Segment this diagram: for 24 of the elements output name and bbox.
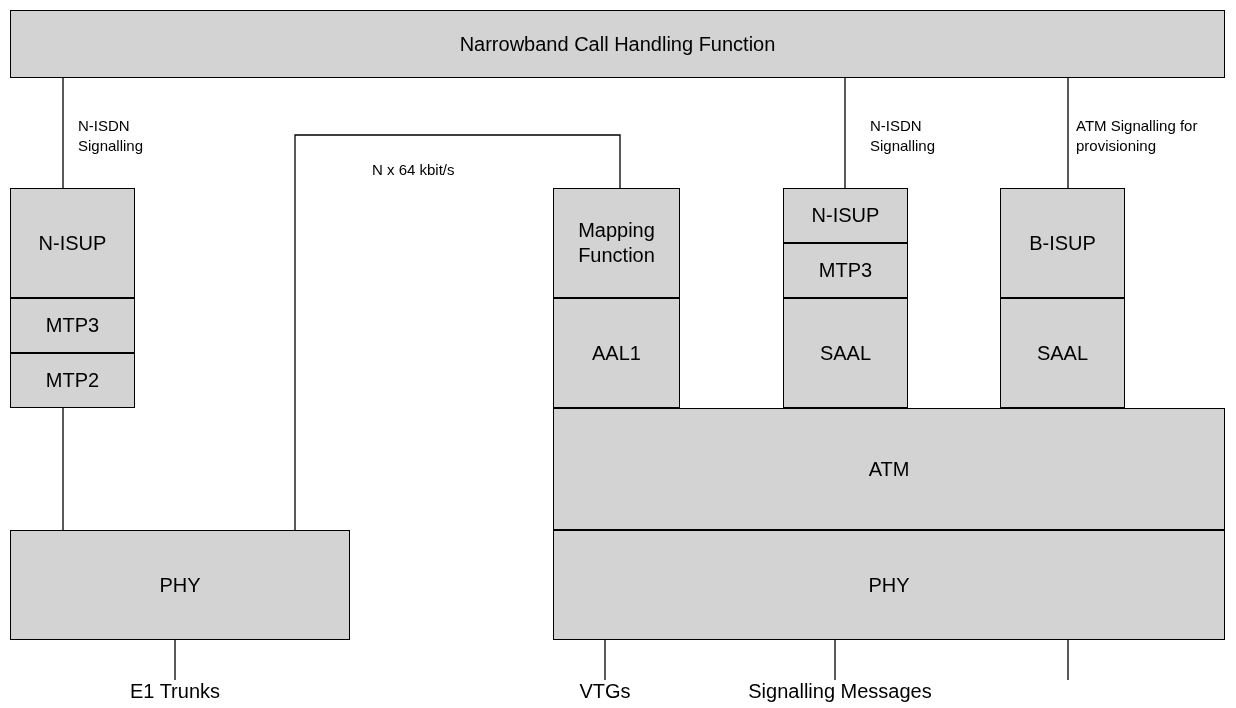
connector-line <box>604 639 606 681</box>
connector-line <box>174 639 176 681</box>
protocol-layer-box: N-ISUP <box>783 188 908 243</box>
interface-label: E1 Trunks <box>0 680 350 703</box>
protocol-layer-box: SAAL <box>783 298 908 408</box>
connector-line <box>1067 639 1069 681</box>
connector-line <box>1067 77 1069 189</box>
protocol-layer-box: PHY <box>553 530 1225 640</box>
protocol-layer-box: MTP2 <box>10 353 135 408</box>
connector-line <box>294 134 621 531</box>
connector-line <box>844 77 846 189</box>
protocol-layer-box: B-ISUP <box>1000 188 1125 298</box>
protocol-layer-box: Narrowband Call Handling Function <box>10 10 1225 78</box>
protocol-layer-box: AAL1 <box>553 298 680 408</box>
protocol-layer-box: MTP3 <box>783 243 908 298</box>
protocol-layer-box: SAAL <box>1000 298 1125 408</box>
protocol-layer-box: PHY <box>10 530 350 640</box>
connector-line <box>62 407 64 531</box>
protocol-layer-box: ATM <box>553 408 1225 530</box>
protocol-layer-box: N-ISUP <box>10 188 135 298</box>
connector-line <box>62 77 64 189</box>
protocol-layer-box: Mapping Function <box>553 188 680 298</box>
connector-line <box>834 639 836 681</box>
protocol-layer-box: MTP3 <box>10 298 135 353</box>
